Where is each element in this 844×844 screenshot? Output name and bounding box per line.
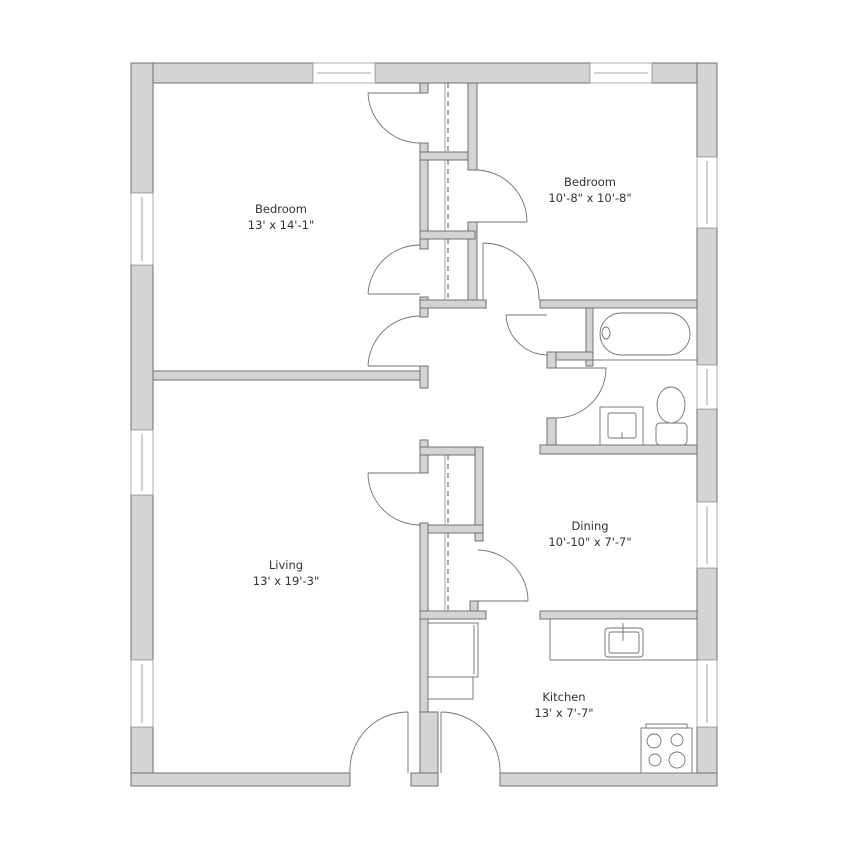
room-dims: 10'-10" x 7'-7" <box>548 535 632 549</box>
bathroom-fixtures <box>592 307 698 446</box>
windows <box>130 62 718 728</box>
kitchen-fixtures <box>427 618 698 774</box>
room-label-bedroom-1: Bedroom 13' x 14'-1" <box>248 201 314 233</box>
refrigerator-icon <box>427 622 479 678</box>
stove-icon <box>640 727 693 774</box>
room-label-living: Living 13' x 19'-3" <box>253 557 319 589</box>
room-dims: 13' x 7'-7" <box>534 706 594 720</box>
room-label-dining: Dining 10'-10" x 7'-7" <box>548 518 631 550</box>
toilet-icon <box>656 386 686 424</box>
exterior-walls <box>130 62 718 787</box>
room-label-kitchen: Kitchen 13' x 7'-7" <box>534 689 593 721</box>
doors <box>349 92 607 774</box>
room-label-bedroom-2: Bedroom 10'-8" x 10'-8" <box>548 174 631 206</box>
closet-rods <box>444 83 449 611</box>
interior-walls <box>152 82 698 774</box>
room-name: Kitchen <box>542 690 586 704</box>
bathtub-icon <box>599 312 691 356</box>
room-dims: 13' x 19'-3" <box>252 574 320 588</box>
room-name: Bedroom <box>254 202 307 216</box>
room-dims: 10'-8" x 10'-8" <box>548 191 632 205</box>
room-dims: 13' x 14'-1" <box>247 218 315 232</box>
room-name: Living <box>268 558 304 572</box>
room-name: Bedroom <box>563 175 616 189</box>
room-name: Dining <box>571 519 609 533</box>
